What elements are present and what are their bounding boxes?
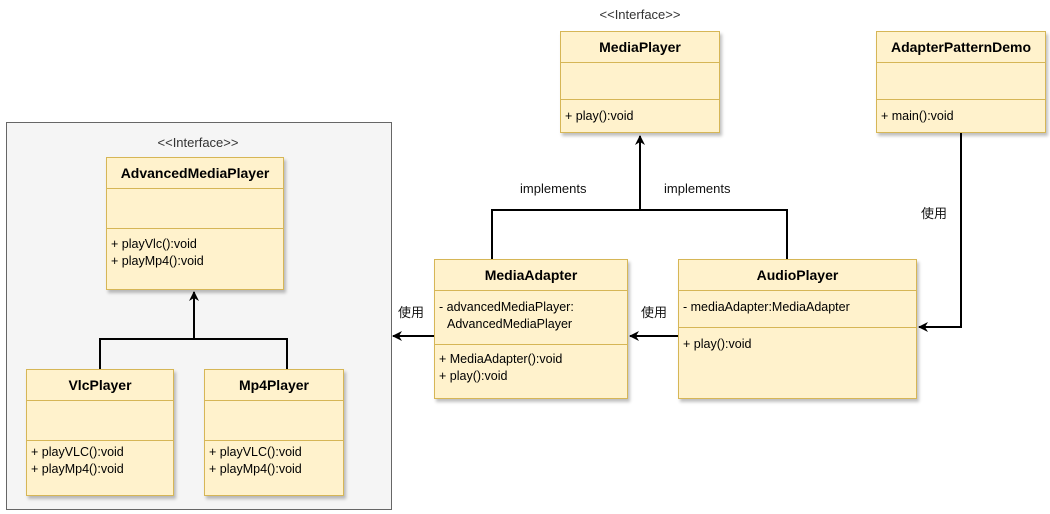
implements-edge-media-adapter: [491, 135, 645, 259]
operations-section: + play():void: [561, 100, 719, 125]
class-mp4-player[interactable]: Mp4Player + playVLC():void + playMp4():v…: [204, 369, 344, 496]
class-name: AdapterPatternDemo: [877, 32, 1045, 63]
attributes-section: [877, 63, 1045, 100]
attributes-section: [561, 63, 719, 100]
operation: + playVlc():void: [111, 237, 197, 251]
operations-section: + playVLC():void + playMp4():void: [205, 441, 343, 478]
operation: + play():void: [565, 109, 634, 123]
attribute: - advancedMediaPlayer:: [439, 300, 574, 314]
class-adapter-pattern-demo[interactable]: AdapterPatternDemo + main():void: [876, 31, 1046, 133]
uses-label-audio: 使用: [639, 302, 670, 321]
uses-label-demo: 使用: [919, 203, 950, 222]
operation: + playMp4():void: [209, 462, 302, 476]
class-name: AdvancedMediaPlayer: [107, 158, 283, 189]
uses-label-adapter: 使用: [396, 302, 427, 321]
class-name: AudioPlayer: [679, 260, 916, 291]
operations-section: + playVlc():void + playMp4():void: [107, 229, 283, 270]
attributes-section: [205, 401, 343, 441]
operation: + playVLC():void: [209, 445, 302, 459]
operations-section: + main():void: [877, 100, 1045, 125]
implements-label-right: implements: [664, 181, 731, 196]
implements-edge-audio-player: [640, 209, 788, 259]
operation: + MediaAdapter():void: [439, 352, 563, 366]
class-advanced-media-player[interactable]: AdvancedMediaPlayer + playVlc():void + p…: [106, 157, 284, 290]
class-name: Mp4Player: [205, 370, 343, 401]
attribute: AdvancedMediaPlayer: [447, 317, 573, 331]
attributes-section: [107, 189, 283, 229]
class-name: MediaAdapter: [435, 260, 627, 291]
class-vlc-player[interactable]: VlcPlayer + playVLC():void + playMp4():v…: [26, 369, 174, 496]
class-media-adapter[interactable]: MediaAdapter - advancedMediaPlayer: Adva…: [434, 259, 628, 399]
implements-label-left: implements: [520, 181, 587, 196]
attributes-section: [27, 401, 173, 441]
operation: + main():void: [881, 109, 954, 123]
operations-section: + MediaAdapter():void + play():void: [435, 345, 627, 385]
class-name: MediaPlayer: [561, 32, 719, 63]
operations-section: + play():void: [679, 328, 916, 353]
operations-section: + playVLC():void + playMp4():void: [27, 441, 173, 478]
class-audio-player[interactable]: AudioPlayer - mediaAdapter:MediaAdapter …: [678, 259, 917, 399]
class-name: VlcPlayer: [27, 370, 173, 401]
class-media-player[interactable]: MediaPlayer + play():void: [560, 31, 720, 133]
operation: + play():void: [683, 337, 752, 351]
operation: + playMp4():void: [111, 254, 204, 268]
media-player-stereotype: <<Interface>>: [599, 7, 681, 22]
attributes-section: - advancedMediaPlayer: AdvancedMediaPlay…: [435, 291, 627, 345]
attributes-section: - mediaAdapter:MediaAdapter: [679, 291, 916, 328]
operation: + playMp4():void: [31, 462, 124, 476]
operation: + playVLC():void: [31, 445, 124, 459]
group-stereotype: <<Interface>>: [157, 135, 239, 150]
uses-edge-demo-to-audio: [918, 133, 962, 332]
attribute: - mediaAdapter:MediaAdapter: [683, 300, 850, 314]
operation: + play():void: [439, 369, 508, 383]
